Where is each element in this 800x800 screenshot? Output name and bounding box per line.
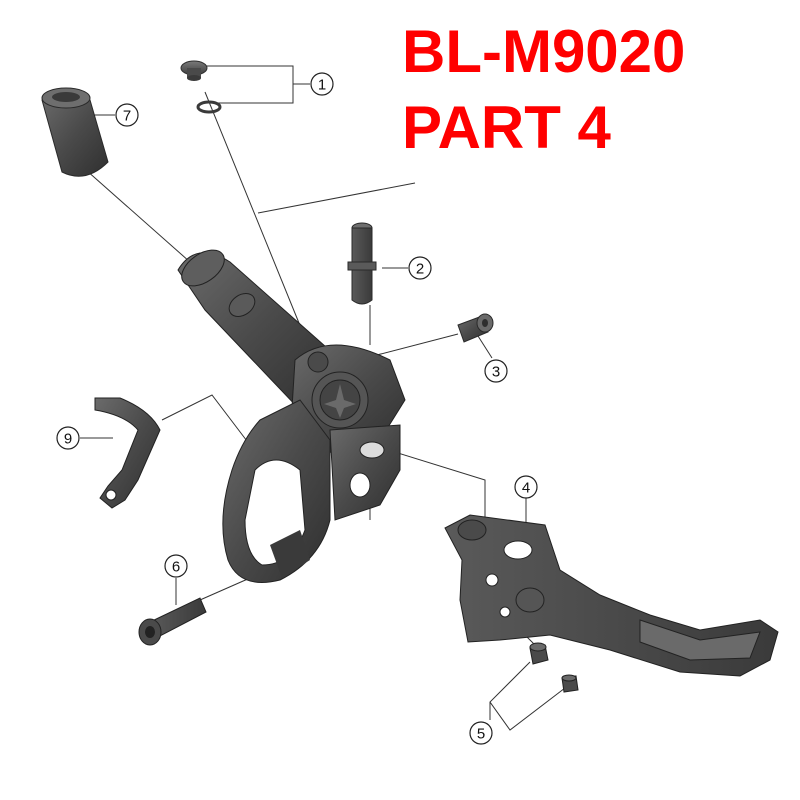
leader-5-bracket xyxy=(489,661,566,731)
assembly-line-6 xyxy=(199,577,251,601)
assembly-line-9 xyxy=(161,394,251,446)
part-3-reach-screw xyxy=(457,313,494,343)
part-7-piston-cap xyxy=(41,87,109,177)
svg-text:6: 6 xyxy=(172,559,180,576)
master-cylinder-body xyxy=(177,249,406,583)
callout-4: 4 xyxy=(514,475,538,499)
svg-text:3: 3 xyxy=(492,364,500,381)
part-9-mount xyxy=(94,397,161,509)
callout-1: 1 xyxy=(310,72,334,96)
svg-text:9: 9 xyxy=(64,431,72,448)
assembly-line-top xyxy=(257,182,416,214)
svg-text:1: 1 xyxy=(318,77,326,94)
leader-1-bracket xyxy=(204,65,294,104)
callout-3: 3 xyxy=(484,359,508,383)
part-1-bleed-screw xyxy=(180,60,222,114)
callout-2: 2 xyxy=(408,256,432,280)
part-6-clamp-bolt xyxy=(138,597,207,646)
diagram-title: BL-M9020 PART 4 xyxy=(402,14,792,166)
callout-5: 5 xyxy=(469,721,493,745)
assembly-line-7 xyxy=(85,169,191,263)
part-5-bushings xyxy=(529,642,579,693)
part-4-lever-blade xyxy=(444,514,779,677)
svg-text:2: 2 xyxy=(416,261,424,278)
o-ring xyxy=(196,100,222,114)
svg-text:7: 7 xyxy=(123,108,131,125)
assembly-line-1 xyxy=(204,91,313,356)
part-2-lever-pin xyxy=(347,222,377,305)
leader-3 xyxy=(477,335,493,359)
callout-7: 7 xyxy=(115,103,139,127)
svg-text:5: 5 xyxy=(477,726,485,743)
title-model: BL-M9020 xyxy=(402,18,686,85)
title-part: PART 4 xyxy=(402,94,611,161)
callout-9: 9 xyxy=(56,426,80,450)
svg-text:4: 4 xyxy=(522,480,530,497)
callout-6: 6 xyxy=(164,554,188,578)
